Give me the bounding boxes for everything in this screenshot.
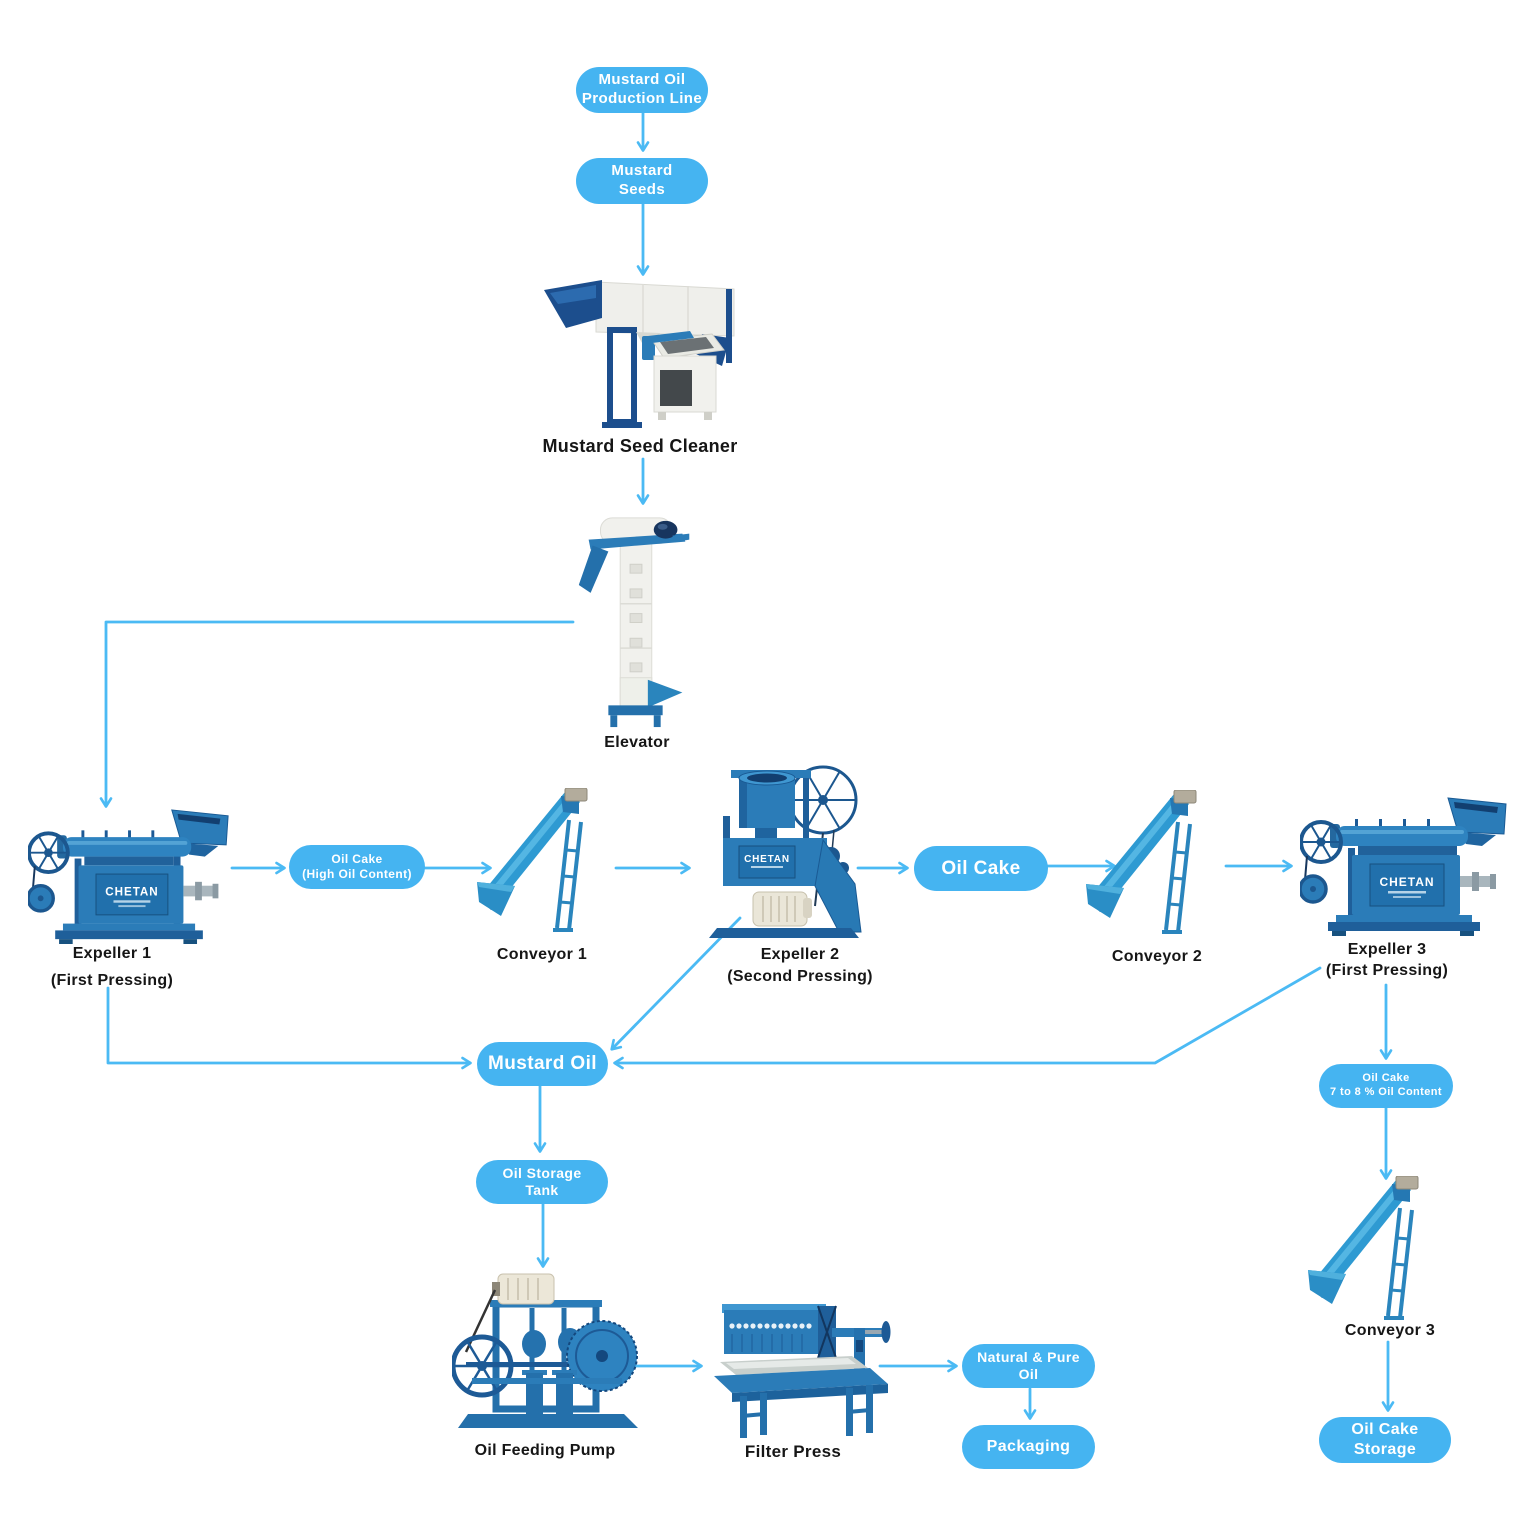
pill-line: (High Oil Content) [302, 867, 412, 881]
connector-elevator-to-expeller1 [99, 620, 575, 808]
mustard-seed-cleaner-image [540, 276, 765, 436]
filter-press-image [706, 1296, 892, 1442]
connector-expeller3-to-mustard-oil [613, 966, 1322, 1070]
pill-line: Storage [1353, 1441, 1417, 1458]
label-expeller1-line1: Expeller 1 [72, 945, 152, 962]
node-oil-cake-storage: Oil Cake Storage [1319, 1417, 1451, 1463]
conveyor-2-image [1086, 790, 1218, 936]
expeller-3-image [1300, 796, 1510, 936]
pill-line: 7 to 8 % Oil Content [1330, 1086, 1442, 1098]
label-conveyor3: Conveyor 3 [1344, 1322, 1436, 1339]
label-expeller3-line1: Expeller 3 [1347, 941, 1427, 958]
pill-line: Oil Storage [502, 1164, 582, 1181]
node-natural-pure-oil: Natural & Pure Oil [962, 1344, 1095, 1388]
pill-line: Oil Cake [1362, 1072, 1410, 1085]
label-filter-press: Filter Press [744, 1442, 842, 1461]
oil-feeding-pump-image [452, 1266, 648, 1438]
node-packaging: Packaging [962, 1425, 1095, 1469]
node-production-line: Mustard Oil Production Line [576, 67, 708, 113]
connector-expeller2-to-mustard-oil [610, 916, 742, 1051]
pill-line: Oil [1018, 1366, 1039, 1382]
conveyor-1-image [477, 788, 609, 934]
label-expeller2-line2: (Second Pressing) [727, 968, 873, 985]
pill-line: Mustard Oil [598, 71, 686, 89]
elevator-image [578, 510, 693, 732]
label-mustard-seed-cleaner: Mustard Seed Cleaner [542, 436, 738, 456]
pill-line: Oil Cake [1351, 1421, 1419, 1438]
pill-line: Mustard [611, 162, 673, 180]
label-expeller1-line2: (First Pressing) [50, 972, 174, 989]
node-oil-cake-high: Oil Cake (High Oil Content) [289, 845, 425, 889]
node-mustard-seeds: Mustard Seeds [576, 158, 708, 204]
node-oil-cake-7-8: Oil Cake 7 to 8 % Oil Content [1319, 1064, 1453, 1108]
label-expeller3-line2: (First Pressing) [1325, 962, 1449, 979]
label-elevator: Elevator [604, 734, 670, 751]
node-oil-cake: Oil Cake [914, 846, 1048, 891]
pill-line: Production Line [581, 90, 703, 107]
pill-line: Tank [525, 1182, 559, 1198]
pill-line: Seeds [618, 181, 666, 198]
node-mustard-oil: Mustard Oil [477, 1042, 608, 1086]
expeller-1-image [25, 808, 235, 944]
pill-line: Natural & Pure [977, 1348, 1080, 1365]
pill-line: Mustard Oil [488, 1053, 597, 1075]
conveyor-3-image [1308, 1176, 1440, 1322]
node-oil-storage-tank: Oil Storage Tank [476, 1160, 608, 1204]
connector-expeller1-to-mustard-oil [106, 986, 472, 1070]
label-conveyor1: Conveyor 1 [496, 946, 588, 963]
pill-line: Oil Cake [331, 852, 383, 866]
pill-line: Oil Cake [941, 857, 1021, 879]
label-expeller2-line1: Expeller 2 [760, 946, 840, 963]
label-oil-feeding-pump: Oil Feeding Pump [474, 1442, 616, 1459]
label-conveyor2: Conveyor 2 [1111, 948, 1203, 965]
pill-line: Packaging [986, 1438, 1071, 1455]
expeller-2-image [703, 756, 866, 944]
